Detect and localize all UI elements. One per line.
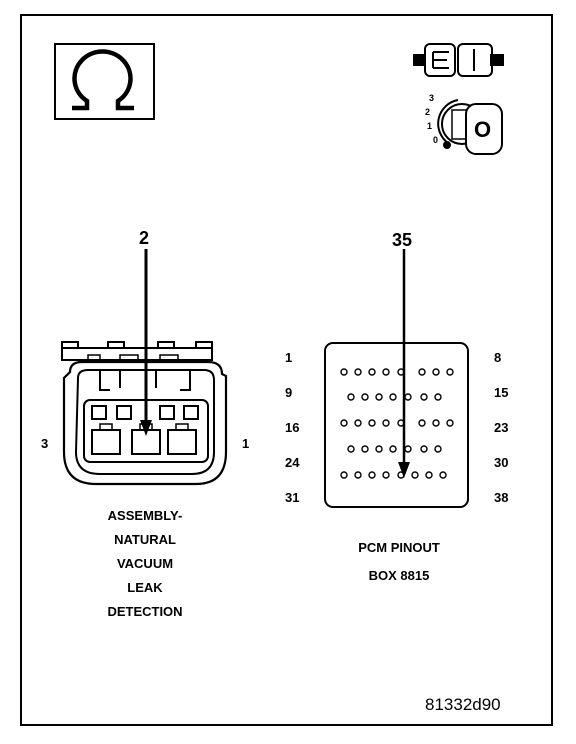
caption-line: PCM PINOUT <box>358 540 440 555</box>
pcm-pin-cavity <box>389 393 397 401</box>
pcm-pin-cavity <box>432 419 440 427</box>
pcm-pin-cavity <box>425 471 433 479</box>
pcm-pin-cavity <box>354 368 362 376</box>
pcm-row-label-right: 15 <box>494 385 509 400</box>
pcm-pin-cavity <box>418 419 426 427</box>
caption-line: VACUUM <box>116 556 174 571</box>
connector-callout-label: 2 <box>139 228 150 248</box>
ignition-key-off-icon <box>437 99 503 155</box>
pcm-row-label-right: 30 <box>494 455 509 470</box>
pcm-pin-cavity <box>446 419 454 427</box>
pcm-pin-cavity <box>368 419 376 427</box>
caption-line: NATURAL <box>114 532 176 547</box>
connector-pin-label-right: 1 <box>242 436 250 451</box>
pcm-pin-cavity <box>361 393 369 401</box>
pcm-callout-label: 35 <box>392 230 413 250</box>
pcm-caption: PCM PINOUT BOX 8815 <box>334 534 464 590</box>
pcm-pin-grid <box>340 368 454 479</box>
pcm-pin-cavity <box>404 445 412 453</box>
pcm-pin-cavity <box>404 393 412 401</box>
pcm-row-label-right: 38 <box>494 490 509 505</box>
caption-line: LEAK <box>127 580 163 595</box>
pcm-pin-cavity <box>368 471 376 479</box>
caption-line: BOX 8815 <box>368 568 430 583</box>
pcm-pin-cavity <box>361 445 369 453</box>
figure-code: 81332d90 <box>425 695 501 714</box>
pcm-pin-cavity <box>347 445 355 453</box>
pcm-pin-cavity <box>340 368 348 376</box>
pcm-pin-cavity <box>434 445 442 453</box>
pcm-row-label-left: 1 <box>285 350 293 365</box>
pcm-pin-cavity <box>354 419 362 427</box>
pcm-pin-cavity <box>439 471 447 479</box>
key-scale-mark: 3 <box>429 93 435 103</box>
pcm-pin-cavity <box>411 471 419 479</box>
pcm-pin-cavity <box>340 419 348 427</box>
key-scale-mark: 1 <box>427 121 433 131</box>
pcm-pin-cavity <box>382 471 390 479</box>
pcm-pin-cavity <box>375 393 383 401</box>
pcm-row-label-right: 8 <box>494 350 502 365</box>
pcm-row-label-left: 31 <box>285 490 300 505</box>
pcm-pin-cavity <box>382 419 390 427</box>
pcm-pin-cavity <box>446 368 454 376</box>
pcm-row-label-left: 9 <box>285 385 293 400</box>
pcm-pin-cavity <box>347 393 355 401</box>
connector-callout-arrow <box>140 249 152 436</box>
diagram-frame <box>20 14 553 726</box>
pcm-pin-cavity <box>418 368 426 376</box>
pcm-pin-cavity <box>420 393 428 401</box>
key-scale-mark: 0 <box>433 135 439 145</box>
pcm-callout-arrow <box>398 249 410 478</box>
caption-line: ASSEMBLY- <box>107 508 183 523</box>
connector-caption: ASSEMBLY- NATURAL VACUUM LEAK DETECTION <box>80 504 210 624</box>
nvld-connector-face <box>61 341 228 486</box>
key-scale-mark: 2 <box>425 107 431 117</box>
pcm-pin-cavity <box>389 445 397 453</box>
pcm-row-label-right: 23 <box>494 420 509 435</box>
pcm-pin-cavity <box>434 393 442 401</box>
pcm-pin-cavity <box>354 471 362 479</box>
pcm-pin-cavity <box>382 368 390 376</box>
key-position-scale: 3 2 1 0 <box>425 91 438 147</box>
disconnected-connector-icon <box>413 43 504 77</box>
pcm-row-label-left: 24 <box>285 455 300 470</box>
pcm-pinout-box <box>324 342 469 508</box>
caption-line: DETECTION <box>107 604 183 619</box>
pcm-pin-cavity <box>368 368 376 376</box>
pcm-pin-cavity <box>340 471 348 479</box>
ohmmeter-icon <box>54 43 155 120</box>
pcm-pin-cavity <box>432 368 440 376</box>
pcm-pin-cavity <box>375 445 383 453</box>
pcm-row-label-left: 16 <box>285 420 300 435</box>
key-position-letter: O <box>474 117 492 142</box>
pcm-pin-cavity <box>420 445 428 453</box>
connector-pin-label-left: 3 <box>41 436 49 451</box>
